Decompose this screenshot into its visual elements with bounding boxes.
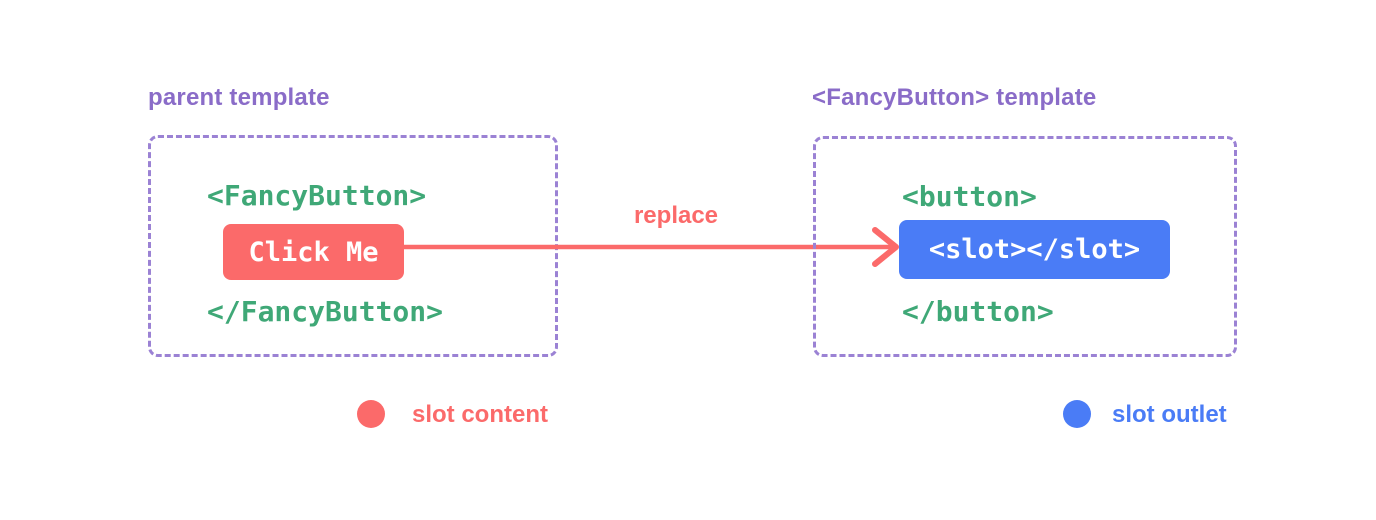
legend-slot-outlet-label: slot outlet	[1112, 401, 1227, 428]
fancybutton-open-tag: <FancyButton>	[207, 179, 427, 212]
slot-outlet-dot-icon	[1063, 400, 1091, 428]
legend-slot-content-label: slot content	[412, 401, 548, 428]
parent-template-box: <FancyButton> Click Me </FancyButton>	[148, 135, 558, 357]
parent-template-title: parent template	[148, 84, 330, 111]
button-close-tag: </button>	[902, 295, 1054, 328]
fancybutton-template-box: <button> <slot></slot> </button>	[813, 136, 1237, 357]
replace-label: replace	[633, 202, 719, 229]
fancybutton-template-title: <FancyButton> template	[812, 84, 1097, 111]
fancybutton-close-tag: </FancyButton>	[207, 295, 444, 328]
slot-content-button: Click Me	[223, 224, 404, 280]
button-open-tag: <button>	[902, 180, 1037, 213]
slot-content-dot-icon	[357, 400, 385, 428]
slot-outlet-box: <slot></slot>	[899, 220, 1170, 279]
